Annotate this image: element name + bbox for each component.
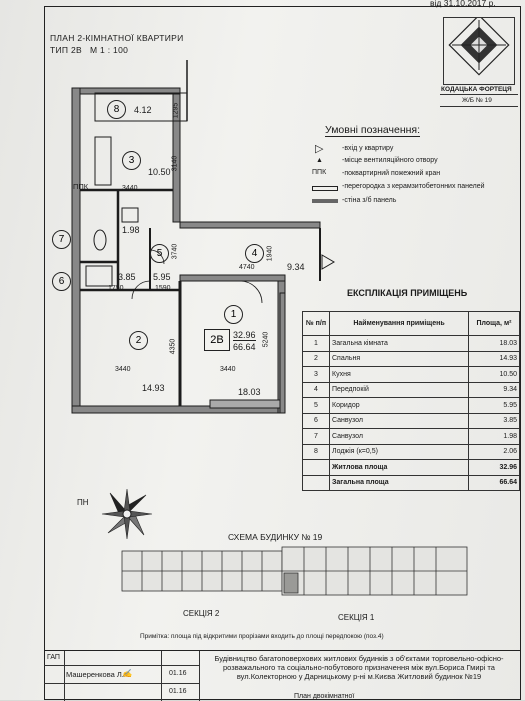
apartment-total-area: 66.64 [233, 342, 256, 352]
logo-divider [440, 94, 518, 95]
room-number-2: 2 [129, 331, 148, 350]
hall-wall-bottom [179, 274, 286, 282]
legend-ppk-text: -поквартирний пожежний кран [342, 170, 441, 177]
room-number-1: 1 [224, 305, 243, 324]
header-area: Площа, м² [468, 311, 520, 336]
dimension-1940: 1940 [266, 245, 274, 262]
dimension-5240: 5240 [262, 331, 270, 348]
legend-entry-icon: ▷ [315, 143, 324, 155]
room-number-7: 7 [52, 230, 71, 249]
stamp-sheet-title: План двокімнатної [294, 693, 355, 700]
outer-wall-top [79, 87, 181, 95]
plan-type: ТИП 2В [50, 45, 82, 55]
top-date: від 31.10.2017 р. [430, 0, 496, 8]
plan-scale: М 1 : 100 [90, 45, 129, 55]
stamp-role: ГАП [47, 654, 60, 661]
logo-box [443, 14, 515, 85]
stamp-person: Машеренкова Л. [66, 670, 124, 679]
legend-partition-text: -перегородка з керамзитобетонних панелей [342, 183, 485, 190]
dimension-4740: 4740 [239, 264, 255, 271]
room-number-6: 6 [52, 272, 71, 291]
logo-name: КОДАЦЬКА ФОРТЕЦЯ [441, 86, 512, 93]
legend-partition-symbol [312, 186, 338, 191]
explication-table: № п/п Найменування приміщень Площа, м² 1… [302, 311, 520, 491]
room-area-5: 5.95 [153, 272, 171, 282]
legend-wall-symbol [312, 199, 338, 203]
compass-label: ПН [77, 498, 89, 507]
header-name: Найменування приміщень [329, 311, 469, 336]
explication-title: ЕКСПЛІКАЦІЯ ПРИМІЩЕНЬ [347, 288, 468, 298]
dimension-3140: 3140 [171, 155, 179, 172]
legend-wall-text: -стіна з/б панель [342, 197, 397, 204]
logo-complex: Ж/Б № 19 [462, 97, 492, 104]
legend-vent-text: -місце вентиляційного отвору [342, 157, 438, 164]
room-number-4: 4 [245, 244, 264, 263]
room-area-4: 9.34 [287, 262, 305, 272]
room-area-3: 10.50 [148, 167, 171, 177]
footnote: Примітка: площа під відкритими прорізами… [140, 633, 384, 640]
stamp-date-1: 01.16 [169, 670, 187, 677]
header-number: № п/п [302, 311, 330, 336]
room-area-6: 3.85 [118, 272, 136, 282]
apartment-badge: 2В [204, 329, 230, 351]
dimension-1295: 1295 [172, 102, 180, 119]
dimension-3440-kitchen: 3440 [122, 185, 138, 192]
legend-vent-icon: ▲ [316, 157, 323, 164]
room-area-8: 4.12 [134, 105, 152, 115]
ornament-logo-icon [448, 14, 510, 76]
stamp-date-2: 01.16 [169, 688, 187, 695]
legend-entry-text: -вхід у квартиру [342, 145, 394, 152]
outer-wall-left [71, 87, 81, 414]
dimension-4350: 4350 [169, 338, 177, 355]
compass-icon [101, 488, 153, 540]
room-number-8: 8 [107, 100, 126, 119]
room-area-1: 18.03 [238, 387, 261, 397]
legend-ppk-symbol: ППК [312, 169, 327, 176]
section-2-label: СЕКЦІЯ 2 [183, 609, 220, 618]
kitchen-wall [172, 93, 181, 223]
hall-wall-top [179, 221, 321, 229]
dimension-1750: 1750 [108, 285, 124, 292]
dimension-3740: 3740 [171, 243, 179, 260]
logo-divider [440, 106, 518, 107]
dimension-3440-living: 3440 [220, 366, 236, 373]
room-number-5: 5 [150, 244, 169, 263]
dimension-3440-bedroom: 3440 [115, 366, 131, 373]
room-number-3: 3 [122, 151, 141, 170]
plan-title: ПЛАН 2-КІМНАТНОЇ КВАРТИРИ [50, 33, 184, 43]
legend-title: Умовні позначення: [325, 124, 421, 137]
room-area-7: 1.98 [122, 225, 140, 235]
building-scheme [121, 546, 468, 596]
stamp-description: Будівництво багатоповерхових житлових бу… [214, 654, 504, 681]
section-1-label: СЕКЦІЯ 1 [338, 613, 375, 622]
scheme-title: СХЕМА БУДИНКУ № 19 [228, 532, 323, 542]
ppk-label: ППК [73, 182, 89, 191]
signature: ✍ [122, 669, 132, 678]
room-area-2: 14.93 [142, 383, 165, 393]
dimension-1590: 1590 [155, 285, 171, 292]
apartment-living-area: 32.96 [233, 330, 256, 341]
title-block: ГАП Машеренкова Л. ✍ 01.16 01.16 Будівни… [44, 650, 521, 701]
